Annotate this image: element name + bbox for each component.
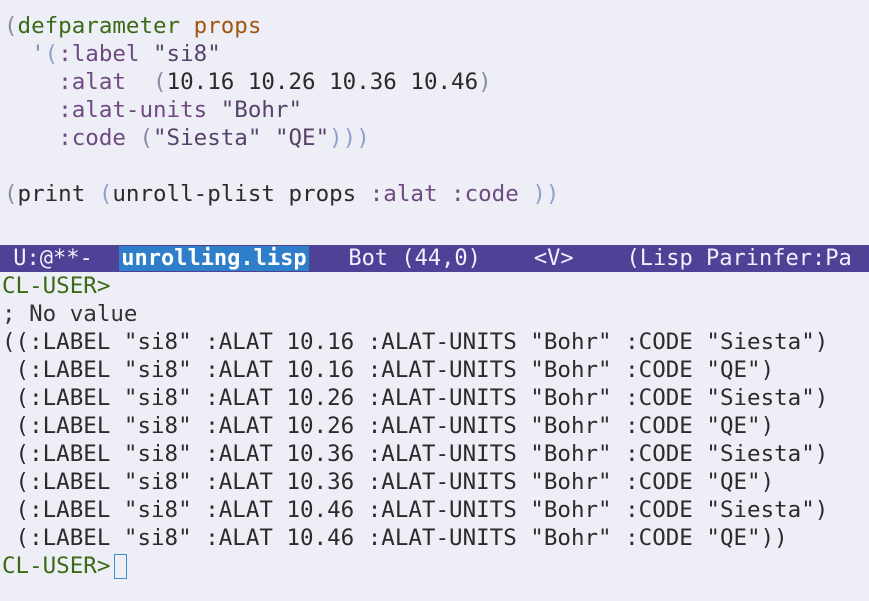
code-line[interactable]: '(:label "si8" (4, 40, 221, 68)
open-paren: ( (98, 181, 113, 207)
output-line: (:LABEL "si8" :ALAT 10.46 :ALAT-UNITS "B… (2, 497, 829, 523)
text-cursor[interactable] (114, 554, 128, 579)
repl-input-line[interactable]: CL-USER> (2, 552, 128, 580)
alat-values: 10.16 10.26 10.36 10.46 (166, 69, 479, 95)
close-parens: ))) (329, 125, 370, 151)
print-function: print (17, 181, 86, 207)
major-minor-modes[interactable]: (Lisp Parinfer:Pa (573, 246, 852, 271)
output-line: (:LABEL "si8" :ALAT 10.46 :ALAT-UNITS "B… (2, 525, 788, 551)
code-line[interactable]: (print (unroll-plist props :alat :code )… (4, 180, 559, 208)
defparameter-keyword: defparameter (17, 13, 181, 39)
evil-state: <V> (533, 246, 574, 271)
open-paren: ( (44, 41, 59, 67)
alat-keyword: :alat (369, 181, 438, 207)
label-keyword: :label (58, 41, 140, 67)
alat-keyword: :alat (58, 69, 126, 95)
cursor-position: Bot (44,0) (308, 246, 534, 271)
code-line[interactable]: (defparameter props (4, 12, 261, 40)
open-paren: ( (4, 181, 18, 207)
output-line: (:LABEL "si8" :ALAT 10.16 :ALAT-UNITS "B… (2, 357, 775, 383)
close-paren: ) (478, 69, 492, 95)
code-line[interactable]: :alat (10.16 10.26 10.36 10.46) (4, 68, 492, 96)
code-line[interactable]: :alat-units "Bohr" (4, 96, 302, 124)
code-keyword: :code (58, 125, 126, 151)
output-line: (:LABEL "si8" :ALAT 10.26 :ALAT-UNITS "B… (2, 385, 829, 411)
close-parens: )) (532, 181, 560, 207)
no-value-comment: ; No value (2, 301, 138, 327)
label-string: "si8" (153, 41, 221, 67)
output-line: (:LABEL "si8" :ALAT 10.36 :ALAT-UNITS "B… (2, 441, 829, 467)
output-line: (:LABEL "si8" :ALAT 10.36 :ALAT-UNITS "B… (2, 469, 775, 495)
code-string-siesta: "Siesta" (153, 125, 262, 151)
output-line: (:LABEL "si8" :ALAT 10.26 :ALAT-UNITS "B… (2, 413, 775, 439)
buffer-status: U:@**- (0, 246, 120, 271)
repl-prompt: CL-USER> (2, 273, 111, 299)
open-paren: ( (4, 13, 18, 39)
code-keyword: :code (451, 181, 519, 207)
mode-line[interactable]: U:@**- unrolling.lisp Bot (44,0) <V> (Li… (0, 245, 869, 272)
buffer-name[interactable]: unrolling.lisp (119, 246, 309, 271)
unroll-plist-call: unroll-plist props (112, 181, 357, 207)
variable-name: props (193, 13, 262, 39)
open-paren: ( (153, 69, 167, 95)
alat-units-string: "Bohr" (220, 97, 303, 123)
alat-units-keyword: :alat-units (58, 97, 208, 123)
code-string-qe: "QE" (274, 125, 330, 151)
output-line: ((:LABEL "si8" :ALAT 10.16 :ALAT-UNITS "… (2, 329, 829, 355)
quote-mark: ' (31, 41, 45, 67)
repl-prompt: CL-USER> (2, 553, 111, 579)
open-paren: ( (139, 125, 154, 151)
code-line[interactable]: :code ("Siesta" "QE"))) (4, 124, 370, 152)
editor-pane[interactable]: (defparameter props '(:label "si8" :alat… (0, 0, 869, 245)
repl-pane[interactable]: CL-USER> ; No value ((:LABEL "si8" :ALAT… (0, 272, 869, 601)
